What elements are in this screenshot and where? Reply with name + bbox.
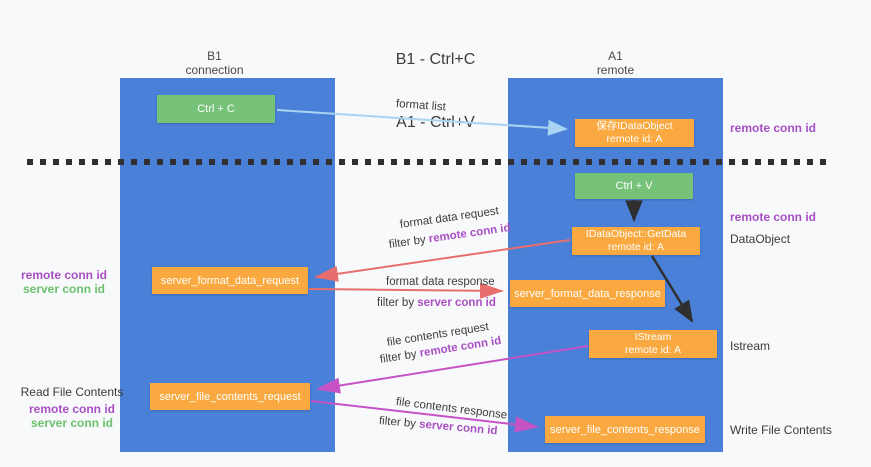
node-save-idataobject-line2: remote id: A <box>606 133 663 145</box>
node-istream-line1: IStream <box>634 331 672 343</box>
filter-key-server-conn-id: server conn id <box>418 418 498 438</box>
node-server-format-data-request-label: server_format_data_request <box>160 274 300 287</box>
filter-prefix: filter by <box>379 347 421 366</box>
node-server-file-contents-response: server_file_contents_response <box>545 416 705 443</box>
node-istream: IStream remote id: A <box>589 330 717 358</box>
side-label-dataobject: DataObject <box>730 232 791 246</box>
node-server-format-data-response: server_format_data_response <box>510 280 665 307</box>
left-label-server-conn-id-top: server conn id <box>22 282 106 296</box>
left-label-remote-conn-id-bottom: remote conn id <box>28 402 115 416</box>
lane-b1-title: B1 <box>207 49 222 63</box>
node-server-file-contents-request-label: server_file_contents_request <box>159 390 301 403</box>
node-ctrl-v: Ctrl + V <box>575 173 693 199</box>
node-server-file-contents-request: server_file_contents_request <box>150 383 310 410</box>
lane-a1-title: A1 <box>608 49 623 63</box>
side-label-istream: Istream <box>730 339 771 353</box>
filter-prefix: filter by <box>388 233 430 251</box>
side-label-remote-conn-id-mid: remote conn id <box>730 210 817 224</box>
lane-a1-subtitle: remote <box>596 63 635 77</box>
left-labels-bottom: remote conn id server conn id <box>10 402 134 430</box>
arrow-format-data-response <box>308 282 504 299</box>
side-label-remote-conn-id-top: remote conn id <box>730 121 817 135</box>
filter-key-server-conn-id: server conn id <box>417 297 496 309</box>
node-getdata-line1: IDataObject::GetData <box>585 228 687 240</box>
filter-key-remote-conn-id: remote conn id <box>428 221 512 246</box>
node-server-file-contents-response-label: server_file_contents_response <box>550 423 700 436</box>
node-ctrl-c: Ctrl + C <box>157 95 275 123</box>
left-labels-top: remote conn id server conn id <box>6 268 122 296</box>
lane-header-a1: A1 remote <box>508 49 723 77</box>
lane-b1-subtitle: connection <box>185 63 244 77</box>
diagram-title-line1: B1 - Ctrl+C <box>395 51 476 68</box>
side-label-write-file-contents: Write File Contents <box>730 423 832 437</box>
node-save-idataobject: 保存IDataObject remote id: A <box>575 119 694 147</box>
node-ctrl-c-label: Ctrl + C <box>197 103 235 115</box>
node-server-format-data-request: server_format_data_request <box>152 267 308 294</box>
left-label-server-conn-id-bottom: server conn id <box>30 416 114 430</box>
edge-label-format-data-response: format data response <box>386 276 495 288</box>
lane-header-b1: B1 connection <box>107 49 322 77</box>
left-label-remote-conn-id-top: remote conn id <box>20 268 107 282</box>
node-ctrl-v-label: Ctrl + V <box>615 180 653 192</box>
node-istream-line2: remote id: A <box>624 344 682 356</box>
node-getdata-line2: remote id: A <box>607 241 665 253</box>
node-idataobject-getdata: IDataObject::GetData remote id: A <box>572 227 700 255</box>
edge-filter-format-data-response: filter by server conn id <box>377 297 496 309</box>
filter-prefix: filter by <box>378 415 420 431</box>
node-server-format-data-response-label: server_format_data_response <box>514 287 661 300</box>
left-label-read-file-contents: Read File Contents <box>20 385 124 399</box>
filter-prefix: filter by <box>377 297 418 309</box>
dashed-separator-line <box>27 159 832 165</box>
node-save-idataobject-line1: 保存IDataObject <box>596 120 673 132</box>
